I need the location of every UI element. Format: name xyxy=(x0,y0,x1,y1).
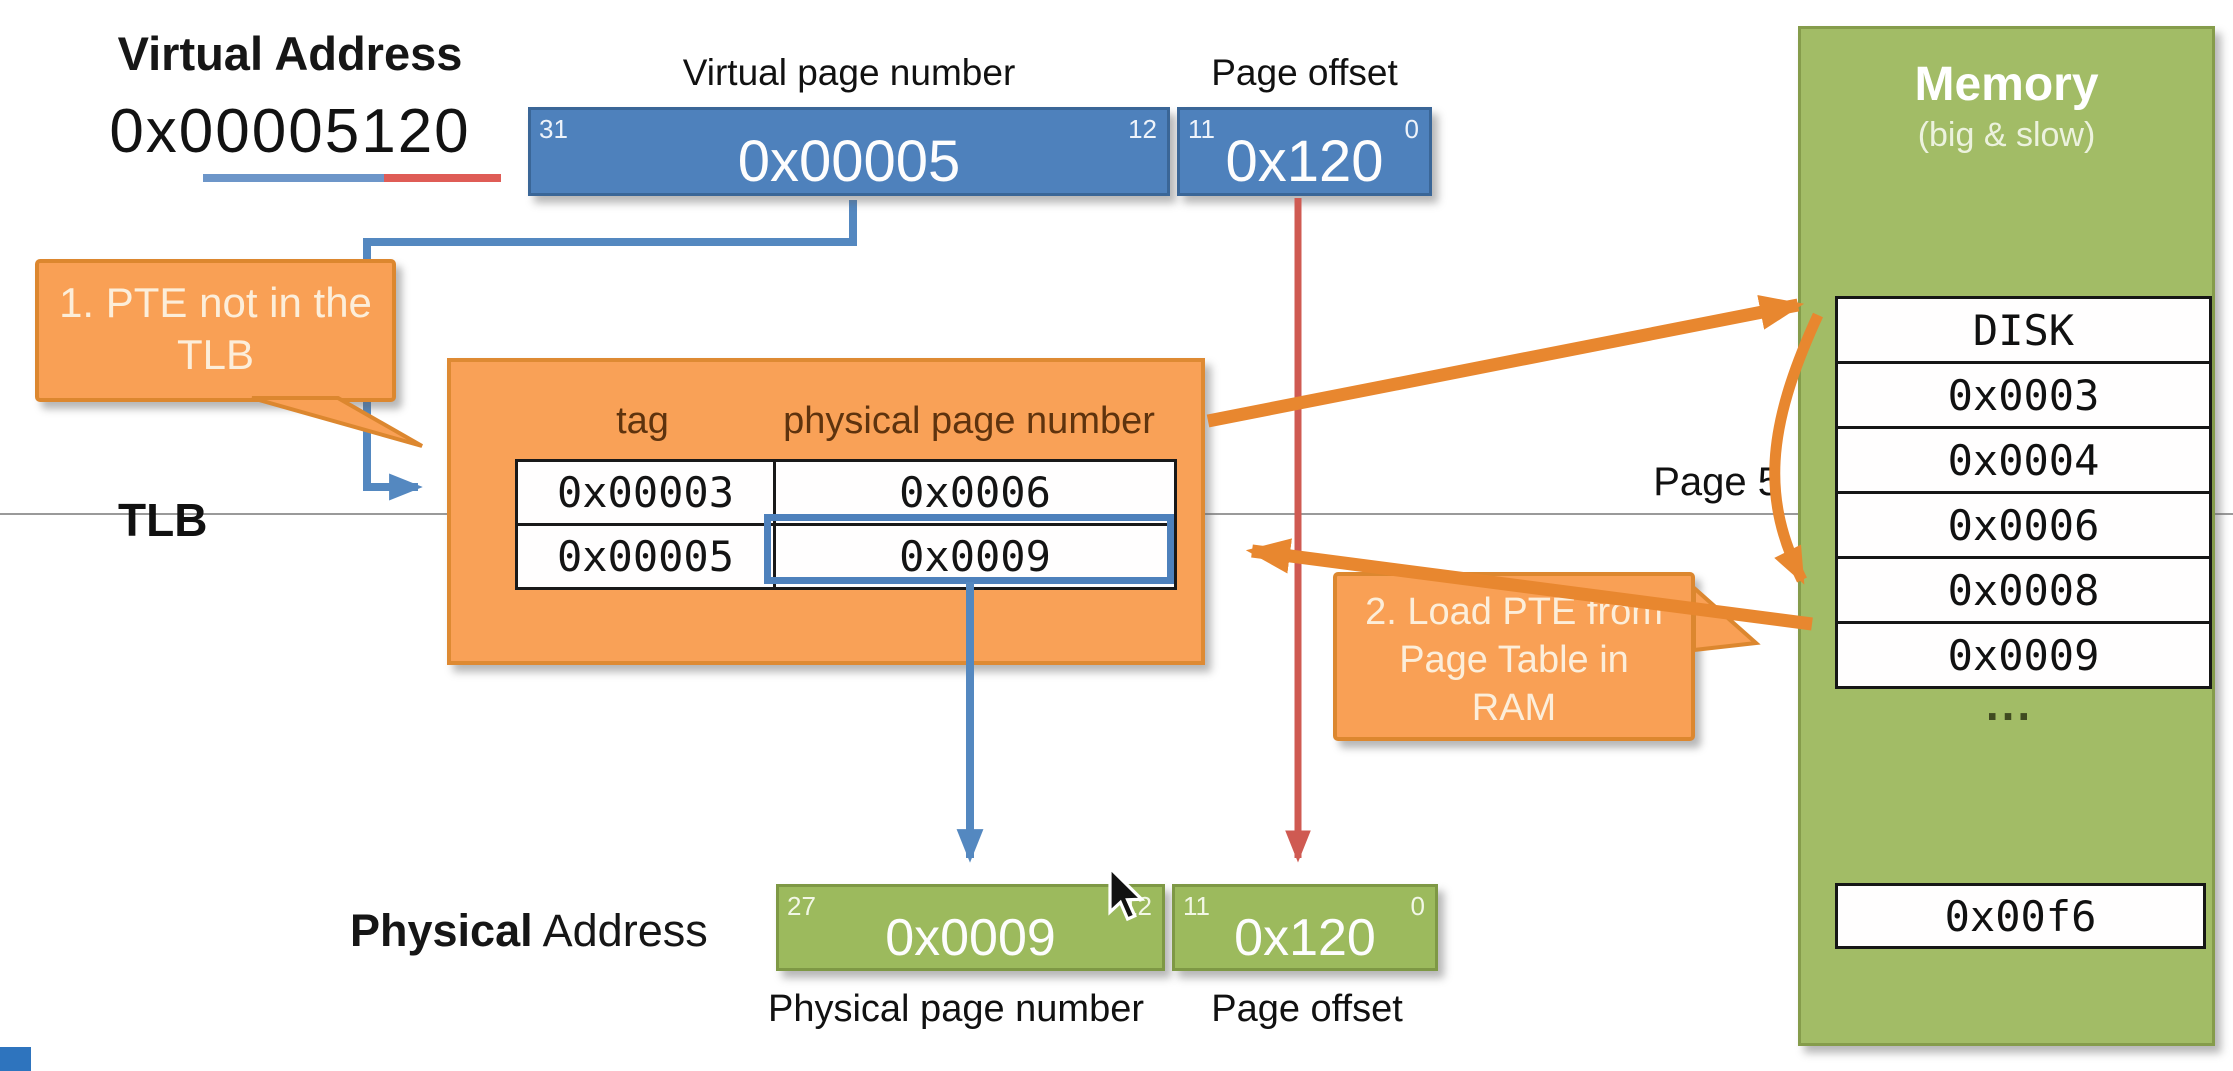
memory-row-0x0008: 0x0008 xyxy=(1835,556,2212,624)
memory-row-0x00f6: 0x00f6 xyxy=(1835,883,2206,949)
virtual-address-value: 0x00005120 xyxy=(109,97,471,166)
physical-offset-value: 0x120 xyxy=(1234,908,1376,967)
tlb-row2-tag: 0x00005 xyxy=(515,523,776,590)
physical-ppn-value: 0x0009 xyxy=(885,908,1056,967)
callout2-line2: Page Table in xyxy=(1399,639,1629,681)
callout2-line1: 2. Load PTE from xyxy=(1365,591,1663,633)
slide-corner-accent xyxy=(0,1047,31,1071)
physical-title-rest: Address xyxy=(532,905,708,956)
tlb-hit-cell-highlight xyxy=(764,514,1174,584)
memory-row-0x0003: 0x0003 xyxy=(1835,361,2212,429)
memory-row-disk: DISK xyxy=(1835,296,2212,364)
memory-rows: DISK 0x0003 0x0004 0x0006 0x0008 0x0009 xyxy=(1835,296,2212,689)
physical-title-bold: Physical xyxy=(350,905,533,956)
physical-offset-label: Page offset xyxy=(1211,988,1403,1030)
physical-offset-box: 11 0 0x120 xyxy=(1172,884,1438,971)
memory-row-0x0006: 0x0006 xyxy=(1835,491,2212,559)
bit-11-label-phys: 11 xyxy=(1183,891,1210,921)
memory-box: Memory (big & slow) DISK 0x0003 0x0004 0… xyxy=(1798,26,2215,1046)
callout1-tail xyxy=(251,396,423,448)
tlb-col-ppn-header: physical page number xyxy=(783,400,1155,442)
vpn-field-label: Virtual page number xyxy=(682,52,1016,93)
callout2-tail xyxy=(1692,583,1761,653)
offset-underline xyxy=(384,174,501,182)
callout-pte-not-in-tlb: 1. PTE not in the TLB xyxy=(35,259,396,402)
memory-ellipsis: ... xyxy=(1985,678,2034,730)
physical-ppn-label: Physical page number xyxy=(768,988,1144,1030)
callout2-line3: RAM xyxy=(1471,687,1557,729)
memory-title: Memory xyxy=(1914,58,2099,111)
bit-31-label: 31 xyxy=(539,114,568,144)
memory-subtitle: (big & slow) xyxy=(1917,116,2096,154)
physical-page-number-box: 27 12 0x0009 xyxy=(776,884,1165,971)
memory-row-0x0009: 0x0009 xyxy=(1835,621,2212,689)
physical-address-title: Physical Address xyxy=(350,905,708,957)
tlb-col-tag-header: tag xyxy=(616,400,669,442)
bit-12-label-phys: 12 xyxy=(1123,891,1152,921)
virtual-address-title: Virtual Address xyxy=(117,27,463,80)
tlb-to-memory-arrow xyxy=(1206,294,1805,428)
memory-row-0x0004: 0x0004 xyxy=(1835,426,2212,494)
bit-12-label: 12 xyxy=(1128,114,1157,144)
vpn-underline xyxy=(203,174,384,182)
virtual-offset-box: 11 0 0x120 xyxy=(1177,107,1432,196)
page-offset-field-label: Page offset xyxy=(1211,52,1398,93)
bit-11-label: 11 xyxy=(1188,114,1215,144)
tlb-row1-tag: 0x00003 xyxy=(515,459,776,526)
virtual-offset-value: 0x120 xyxy=(1225,129,1384,194)
tlb-label: TLB xyxy=(118,494,208,546)
callout-load-pte: 2. Load PTE from Page Table in RAM xyxy=(1333,572,1695,741)
vpn-value: 0x00005 xyxy=(737,129,961,194)
virtual-page-number-box: 31 12 0x00005 xyxy=(528,107,1170,196)
callout1-line2: TLB xyxy=(176,331,255,378)
bit-0-label-phys: 0 xyxy=(1410,891,1425,921)
callout1-line1: 1. PTE not in the xyxy=(59,279,372,326)
bit-27-label: 27 xyxy=(787,891,816,921)
page-5-label: Page 5 xyxy=(1653,460,1780,504)
tlb-box: tag physical page number 0x00003 0x0006 … xyxy=(447,358,1205,665)
bit-0-label: 0 xyxy=(1404,114,1419,144)
